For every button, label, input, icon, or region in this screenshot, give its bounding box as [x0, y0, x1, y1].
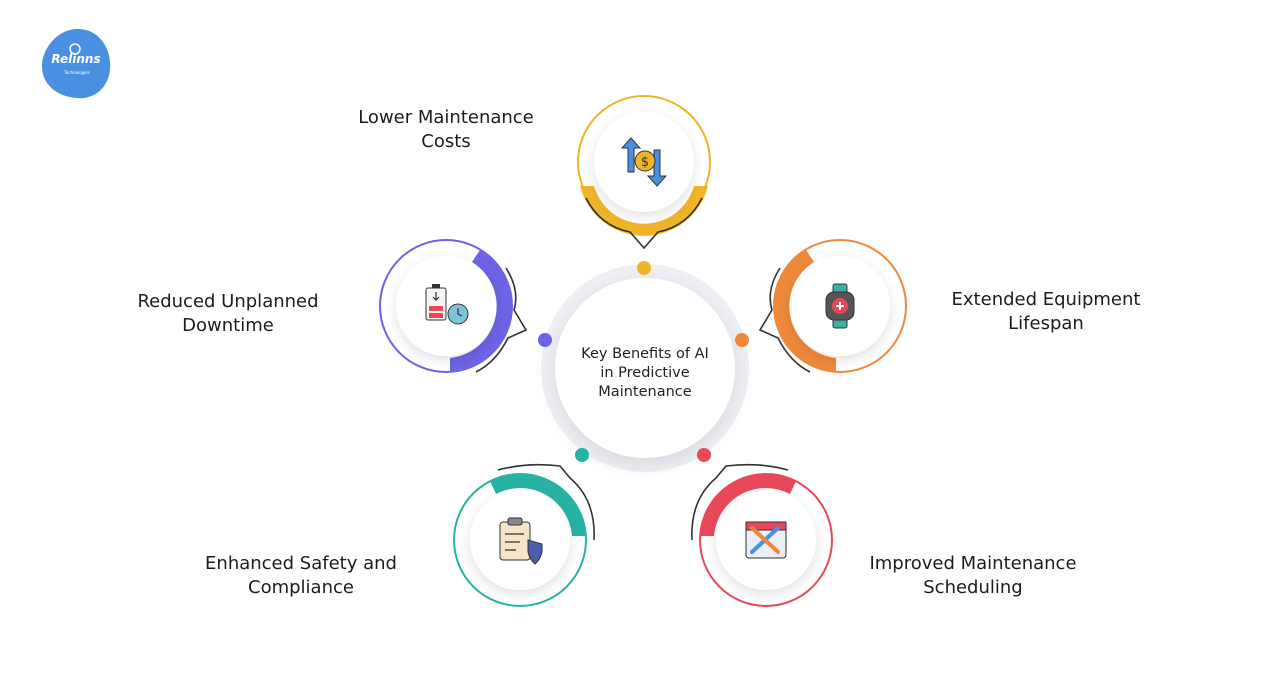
battery-clock-icon — [425, 284, 469, 325]
smartwatch-icon — [825, 283, 855, 329]
label-line: Enhanced Safety and — [205, 553, 397, 574]
logo-blob — [42, 29, 111, 99]
node-outline — [773, 239, 907, 373]
label-line: Lifespan — [1008, 313, 1084, 334]
label-line: Improved Maintenance — [869, 553, 1077, 574]
dot-reduced-downtime — [538, 333, 552, 347]
dot-improved-scheduling — [697, 448, 711, 462]
label-line: Lower Maintenance — [358, 107, 534, 128]
dot-lower-costs — [637, 261, 651, 275]
node-pointer — [475, 267, 528, 373]
dot-enhanced-safety — [575, 448, 589, 462]
dot-extended-lifespan — [735, 333, 749, 347]
center-title-line: in Predictive — [600, 365, 690, 381]
node-pointer — [585, 197, 703, 250]
bulb-icon — [69, 43, 81, 55]
node-extended-lifespan — [758, 239, 907, 373]
center-title-line: Maintenance — [598, 384, 692, 400]
node-arc — [450, 250, 512, 372]
center-title-line: Key Benefits of AI — [581, 346, 709, 362]
node-arc — [774, 250, 836, 372]
node-arc — [700, 473, 796, 536]
node-pointer — [497, 463, 595, 541]
node-outline — [379, 239, 513, 373]
label-reduced-downtime: Reduced Unplanned Downtime — [122, 290, 334, 338]
node-pointer — [758, 267, 811, 373]
clipboard-shield-icon — [499, 517, 543, 565]
dollar-arrows-icon: $ — [620, 137, 668, 187]
label-enhanced-safety: Enhanced Safety and Compliance — [190, 552, 412, 600]
node-enhanced-safety — [453, 463, 595, 607]
hub-circle — [555, 278, 735, 458]
svg-text:$: $ — [641, 155, 649, 170]
node-lower-costs: $ — [577, 95, 711, 250]
node-arc — [490, 473, 586, 536]
calendar-tools-icon — [745, 521, 787, 559]
node-improved-scheduling — [691, 463, 833, 607]
label-line: Downtime — [182, 315, 274, 336]
label-line: Compliance — [248, 577, 354, 598]
node-pointer — [691, 463, 789, 541]
center-title: Key Benefits of AI in Predictive Mainten… — [560, 345, 730, 402]
node-reduced-downtime — [379, 239, 528, 373]
label-line: Costs — [421, 131, 471, 152]
label-line: Extended Equipment — [951, 289, 1141, 310]
label-line: Reduced Unplanned — [137, 291, 319, 312]
label-improved-scheduling: Improved Maintenance Scheduling — [856, 552, 1090, 600]
relinns-logo — [42, 29, 111, 99]
center-hub — [541, 264, 749, 472]
label-line: Scheduling — [923, 577, 1023, 598]
label-lower-costs: Lower Maintenance Costs — [346, 106, 546, 154]
node-arc — [580, 186, 708, 236]
logo-subtext: Technologies — [64, 70, 90, 75]
label-extended-lifespan: Extended Equipment Lifespan — [936, 288, 1156, 336]
logo-text: Relinns — [51, 52, 101, 66]
